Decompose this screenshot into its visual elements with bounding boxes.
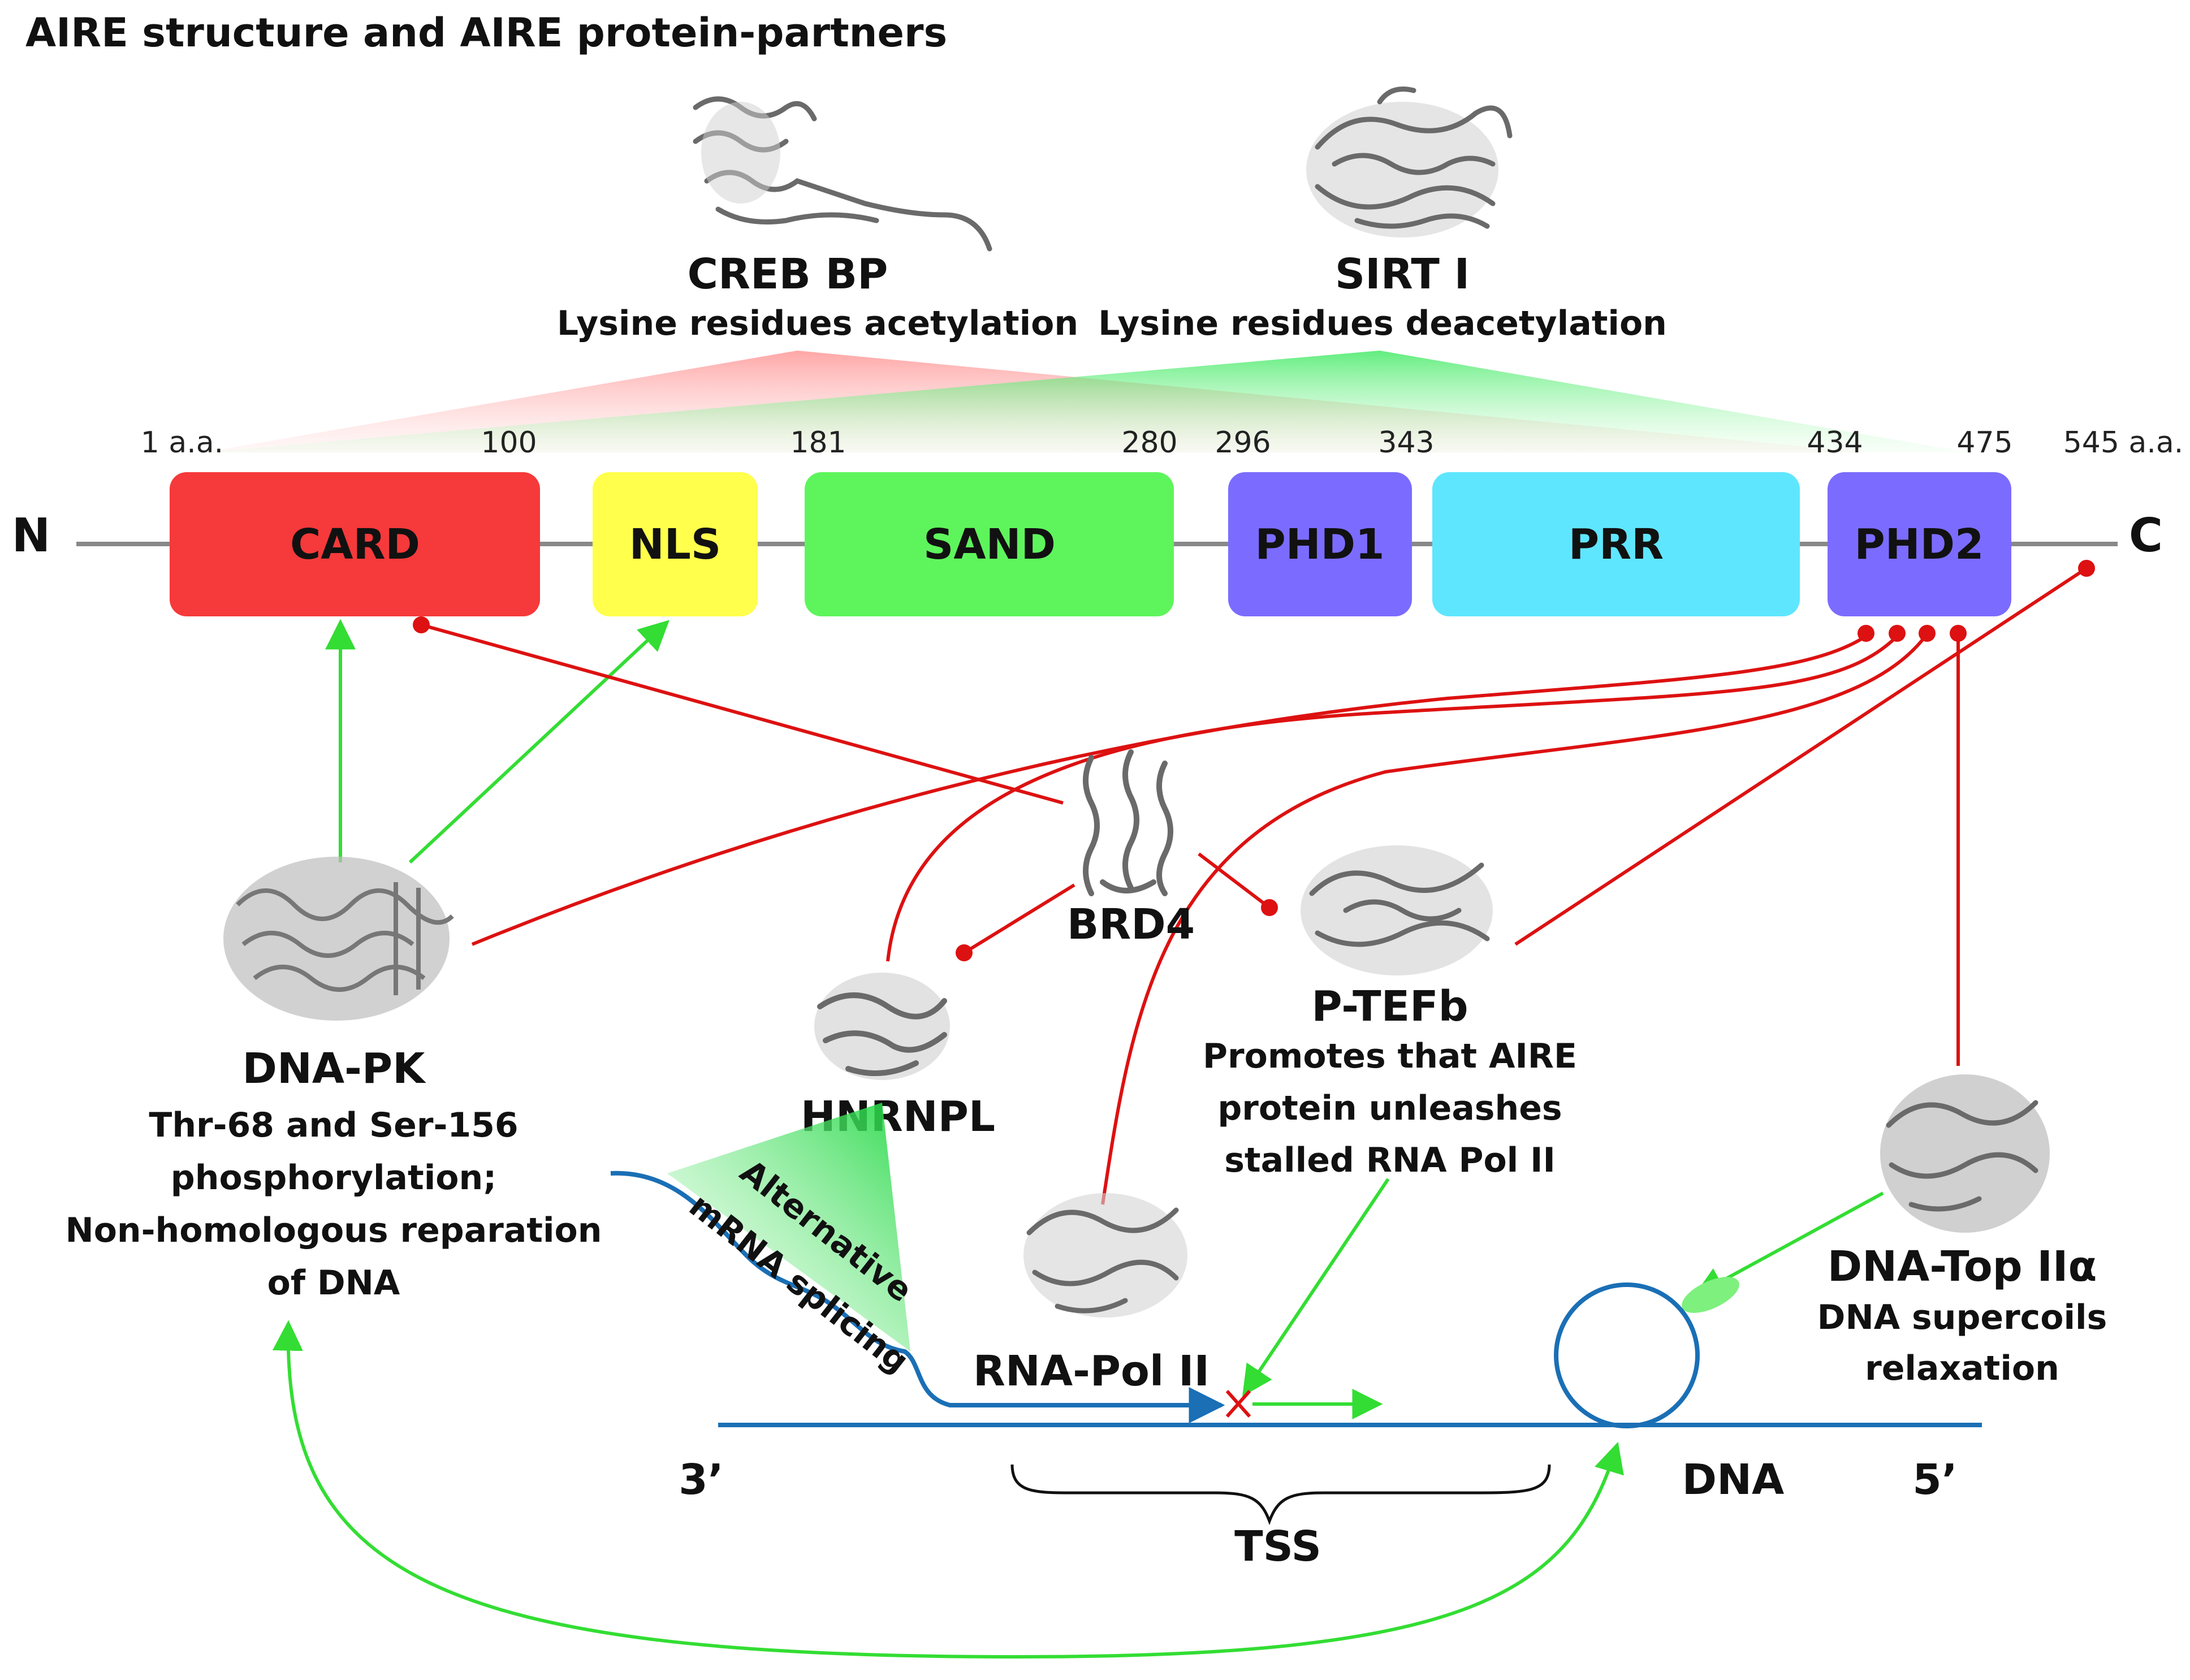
activation-arrows (272, 619, 1884, 1659)
dnapk-to-nls-arrow (408, 620, 669, 864)
domain-label: PRR (1569, 520, 1664, 569)
domain-sand: SAND (805, 472, 1174, 616)
dna-supercoil (1554, 1282, 1700, 1428)
c-terminus-contact-dot (2078, 560, 2095, 577)
five-prime-label: 5’ (1912, 1456, 1958, 1504)
ptefb-labels: P-TEFb Promotes that AIRE protein unleas… (1203, 982, 1577, 1180)
c-terminus-label: C (2129, 509, 2163, 563)
topo-binding-mark (1682, 1277, 1739, 1313)
topo-label: DNA-Top IIα (1828, 1242, 2097, 1291)
dnapk-function-line: Non-homologous reparation (66, 1211, 602, 1250)
position-label: 475 (1956, 426, 2012, 460)
domain-card: CARD (170, 472, 540, 616)
phd2-contact-dot (1858, 625, 1874, 642)
hnrnpl-structure-icon (814, 973, 950, 1080)
rnapol-phd2-link (1101, 635, 1927, 1205)
dnapk-label: DNA-PK (243, 1044, 427, 1093)
domain-label: PHD1 (1255, 520, 1384, 569)
topo-labels: DNA-Top IIα DNA supercoils relaxation (1817, 1242, 2107, 1388)
topo-structure-icon (1880, 1074, 2050, 1233)
tss-block-mark-b (1225, 1390, 1251, 1418)
phd2-contact-dot (1919, 625, 1936, 642)
domain-label: PHD2 (1854, 520, 1984, 569)
residue-positions: 1 a.a. 100 181 280 296 343 434 475 545 a… (141, 426, 2183, 460)
domain-label: SAND (923, 520, 1056, 569)
position-label: 1 a.a. (141, 426, 223, 460)
dnapk-labels: DNA-PK Thr-68 and Ser-156 phosphorylatio… (66, 1044, 602, 1303)
ptefb-function-line: Promotes that AIRE (1203, 1036, 1577, 1076)
hnrnpl-phd2-link (886, 634, 1899, 962)
sirt-structure-icon (1306, 87, 1513, 237)
brd4-label: BRD4 (1067, 900, 1195, 949)
domain-phd1: PHD1 (1228, 472, 1412, 616)
sirt-label: SIRT I (1335, 250, 1470, 299)
dnapk-phd2-link (471, 634, 1867, 946)
domain-label: CARD (290, 520, 420, 569)
interaction-endpoints (413, 560, 2095, 961)
phd2-contact-dot (1889, 625, 1906, 642)
position-label: 280 (1121, 426, 1177, 460)
brd4-ptefb-link (1198, 852, 1271, 909)
domain-nls: NLS (593, 472, 758, 616)
position-label: 100 (481, 426, 537, 460)
position-label: 343 (1378, 426, 1434, 460)
domain-label: NLS (629, 520, 721, 569)
dna-label: DNA (1682, 1456, 1785, 1504)
rnapol-label: RNA-Pol II (973, 1347, 1210, 1396)
position-label: 296 (1215, 426, 1271, 460)
topo-function-line: DNA supercoils (1817, 1298, 2107, 1337)
topo-function-line: relaxation (1865, 1349, 2059, 1388)
ptefb-function-line: protein unleashes (1217, 1089, 1562, 1128)
creb-bp-function: Lysine residues acetylation (557, 304, 1078, 343)
dnapk-function-line: Thr-68 and Ser-156 (149, 1105, 518, 1145)
n-terminus-label: N (12, 509, 51, 563)
sirt-function: Lysine residues deacetylation (1098, 304, 1667, 343)
ptefb-c-terminus-link (1514, 567, 2088, 946)
brd4-structure-icon (1083, 749, 1173, 896)
creb-bp-label: CREB BP (688, 250, 888, 299)
position-label: 181 (790, 426, 846, 460)
ptefb-function-line: stalled RNA Pol II (1224, 1141, 1556, 1180)
brd4-hnrnpl-link (963, 883, 1075, 955)
creb-bp-structure-icon (693, 96, 992, 252)
rnapol-structure-icon (1023, 1193, 1187, 1318)
figure-title: AIRE structure and AIRE protein-partners (25, 10, 947, 56)
dnapk-structure-icon (223, 857, 454, 1021)
tss-brace (1010, 1464, 1551, 1526)
ptefb-to-tss-arrow (1242, 1178, 1390, 1397)
mrna-strand (610, 1171, 1225, 1423)
brd4-card-link (421, 623, 1064, 805)
ptefb-contact-dot (1261, 899, 1278, 916)
dnapk-dna-repair-arrow (272, 1320, 1624, 1659)
ptefb-structure-icon (1301, 845, 1493, 975)
domain-phd2: PHD2 (1828, 472, 2011, 616)
interaction-lines (421, 567, 2088, 1418)
sirt-coverage-fan (204, 351, 1968, 452)
domain-prr: PRR (1432, 472, 1800, 616)
splicing-gradient (667, 1103, 910, 1351)
card-contact-dot (413, 616, 430, 633)
dnapk-function-line: phosphorylation; (171, 1158, 496, 1198)
position-label: 545 a.a. (2063, 426, 2184, 460)
hnrnpl-contact-dot (956, 944, 973, 961)
three-prime-label: 3’ (679, 1456, 724, 1504)
ptefb-label: P-TEFb (1311, 982, 1468, 1031)
dnapk-function-line: of DNA (267, 1263, 400, 1303)
phd2-contact-dot (1950, 625, 1967, 642)
tss-label: TSS (1234, 1522, 1321, 1571)
position-label: 434 (1807, 426, 1863, 460)
